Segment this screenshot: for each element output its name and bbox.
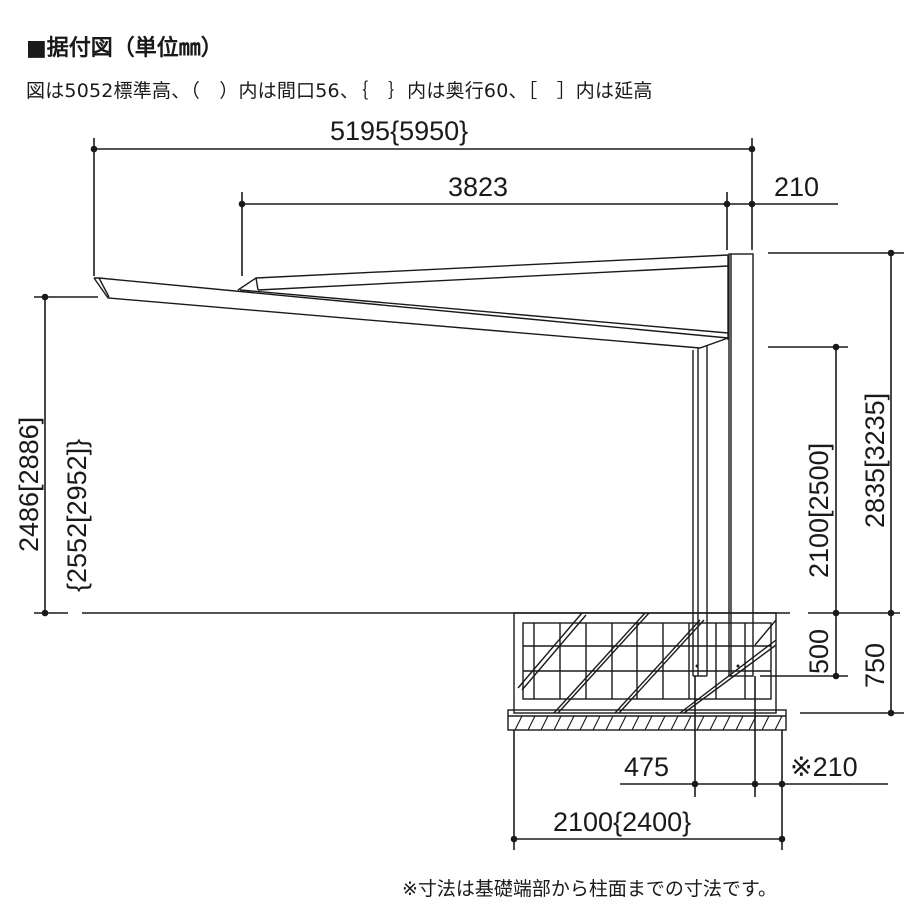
label-right-overall: 2835[3235] <box>860 393 890 528</box>
dimension-top-inner <box>238 192 838 276</box>
foundation-slab-hatch <box>514 715 783 731</box>
label-bottom-post: ※210 <box>790 752 858 782</box>
dimension-top-overall <box>90 138 756 276</box>
page-title: ■据付図（単位㎜） <box>26 36 223 61</box>
label-top-inner: 3823 <box>448 172 508 202</box>
dimension-right-clearance <box>760 343 900 680</box>
anchor-dot <box>695 664 699 668</box>
main-post <box>728 253 754 677</box>
label-bottom-offset: 475 <box>624 752 669 782</box>
footnote: ※寸法は基礎端部から柱面までの寸法です。 <box>402 878 778 900</box>
anchor-dot <box>736 664 740 668</box>
label-left-inner: {2552[2952]} <box>62 439 92 592</box>
dimension-bottom-foundation <box>510 730 786 850</box>
label-top-post: 210 <box>774 172 819 202</box>
dimension-right-overall <box>768 249 904 717</box>
label-right-clearance: 2100[2500] <box>804 443 834 578</box>
label-top-overall: 5195{5950} <box>330 116 468 146</box>
dimension-bottom-offset <box>620 676 888 850</box>
foundation <box>507 612 787 731</box>
legend-note: 図は5052標準高、（ ）内は間口56、｛ ｝内は奥行60、［ ］内は延高 <box>26 80 653 102</box>
dimension-left-height <box>34 293 98 617</box>
label-right-embed: 500 <box>804 629 834 674</box>
label-bottom-foundation: 2100{2400} <box>553 807 691 837</box>
support-post <box>692 346 708 677</box>
label-right-foundation: 750 <box>860 643 890 688</box>
label-left-outer: 2486[2886] <box>14 417 44 552</box>
canopy-roof <box>93 254 729 349</box>
